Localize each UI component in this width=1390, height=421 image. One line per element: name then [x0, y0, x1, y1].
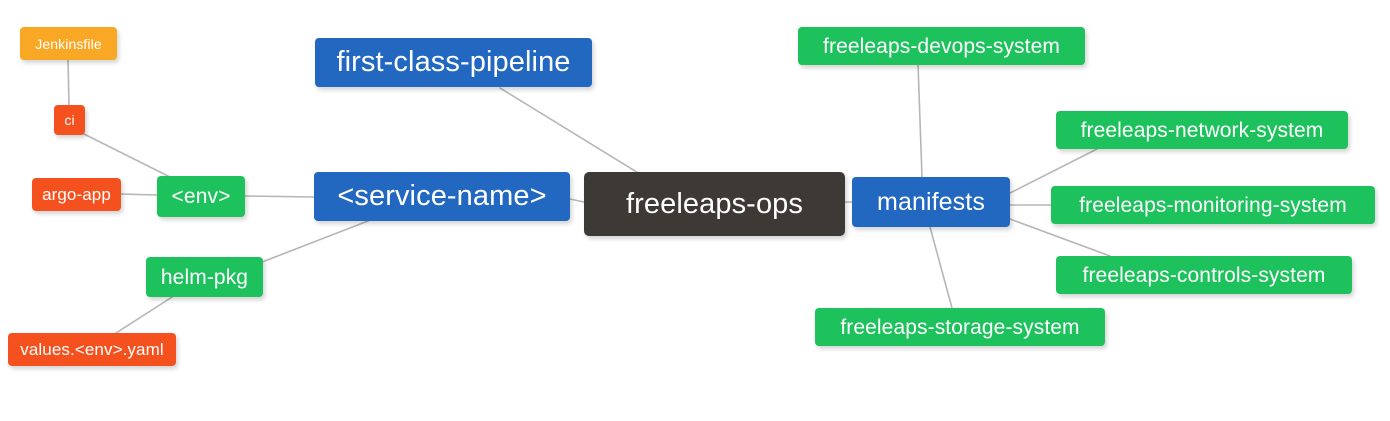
node-freeleaps-storage-system[interactable]: freeleaps-storage-system	[815, 308, 1105, 346]
node-label: freeleaps-devops-system	[823, 34, 1060, 58]
node-label: manifests	[877, 187, 985, 216]
node-label: Jenkinsfile	[35, 35, 102, 52]
edge-root-service-name	[569, 198, 585, 203]
node-label: values.<env>.yaml	[20, 340, 164, 359]
edge-root-first-class-pipeline	[499, 87, 641, 175]
node-helm-pkg[interactable]: helm-pkg	[146, 257, 263, 297]
edge-service-name-helm-pkg	[256, 220, 369, 265]
node-label: freeleaps-storage-system	[840, 315, 1080, 339]
node-label: freeleaps-monitoring-system	[1079, 193, 1347, 217]
node-label: freeleaps-controls-system	[1082, 263, 1326, 287]
node-label: freeleaps-ops	[625, 187, 803, 220]
edge-manifests-devops-system	[917, 63, 923, 178]
node-label: helm-pkg	[160, 265, 249, 289]
edge-helm-pkg-values-yaml	[115, 291, 181, 334]
edge-service-name-env	[244, 195, 315, 198]
node-freeleaps-monitoring-system[interactable]: freeleaps-monitoring-system	[1051, 186, 1375, 224]
node-freeleaps-ops[interactable]: freeleaps-ops	[584, 172, 845, 236]
edge-ci-jenkinsfile	[67, 59, 70, 106]
node-freeleaps-controls-system[interactable]: freeleaps-controls-system	[1056, 256, 1352, 294]
node-label: first-class-pipeline	[336, 46, 571, 78]
node-first-class-pipeline[interactable]: first-class-pipeline	[315, 38, 592, 87]
node-values-env-yaml[interactable]: values.<env>.yaml	[8, 333, 176, 366]
node-label: argo-app	[42, 185, 111, 204]
node-ci[interactable]: ci	[54, 105, 85, 135]
edge-manifests-controls-system	[1009, 218, 1111, 257]
node-label: ci	[64, 112, 75, 128]
node-argo-app[interactable]: argo-app	[32, 178, 121, 211]
node-jenkinsfile[interactable]: Jenkinsfile	[20, 27, 117, 60]
node-label: <service-name>	[337, 180, 547, 212]
node-freeleaps-network-system[interactable]: freeleaps-network-system	[1056, 111, 1348, 149]
node-env[interactable]: <env>	[157, 176, 245, 217]
node-freeleaps-devops-system[interactable]: freeleaps-devops-system	[798, 27, 1085, 65]
node-label: <env>	[171, 185, 231, 208]
node-service-name[interactable]: <service-name>	[314, 172, 570, 221]
node-manifests[interactable]: manifests	[852, 177, 1010, 227]
edge-manifests-storage-system	[929, 226, 953, 309]
edge-env-ci	[83, 133, 173, 179]
node-label: freeleaps-network-system	[1080, 118, 1324, 142]
edge-env-argo-app	[120, 193, 158, 196]
